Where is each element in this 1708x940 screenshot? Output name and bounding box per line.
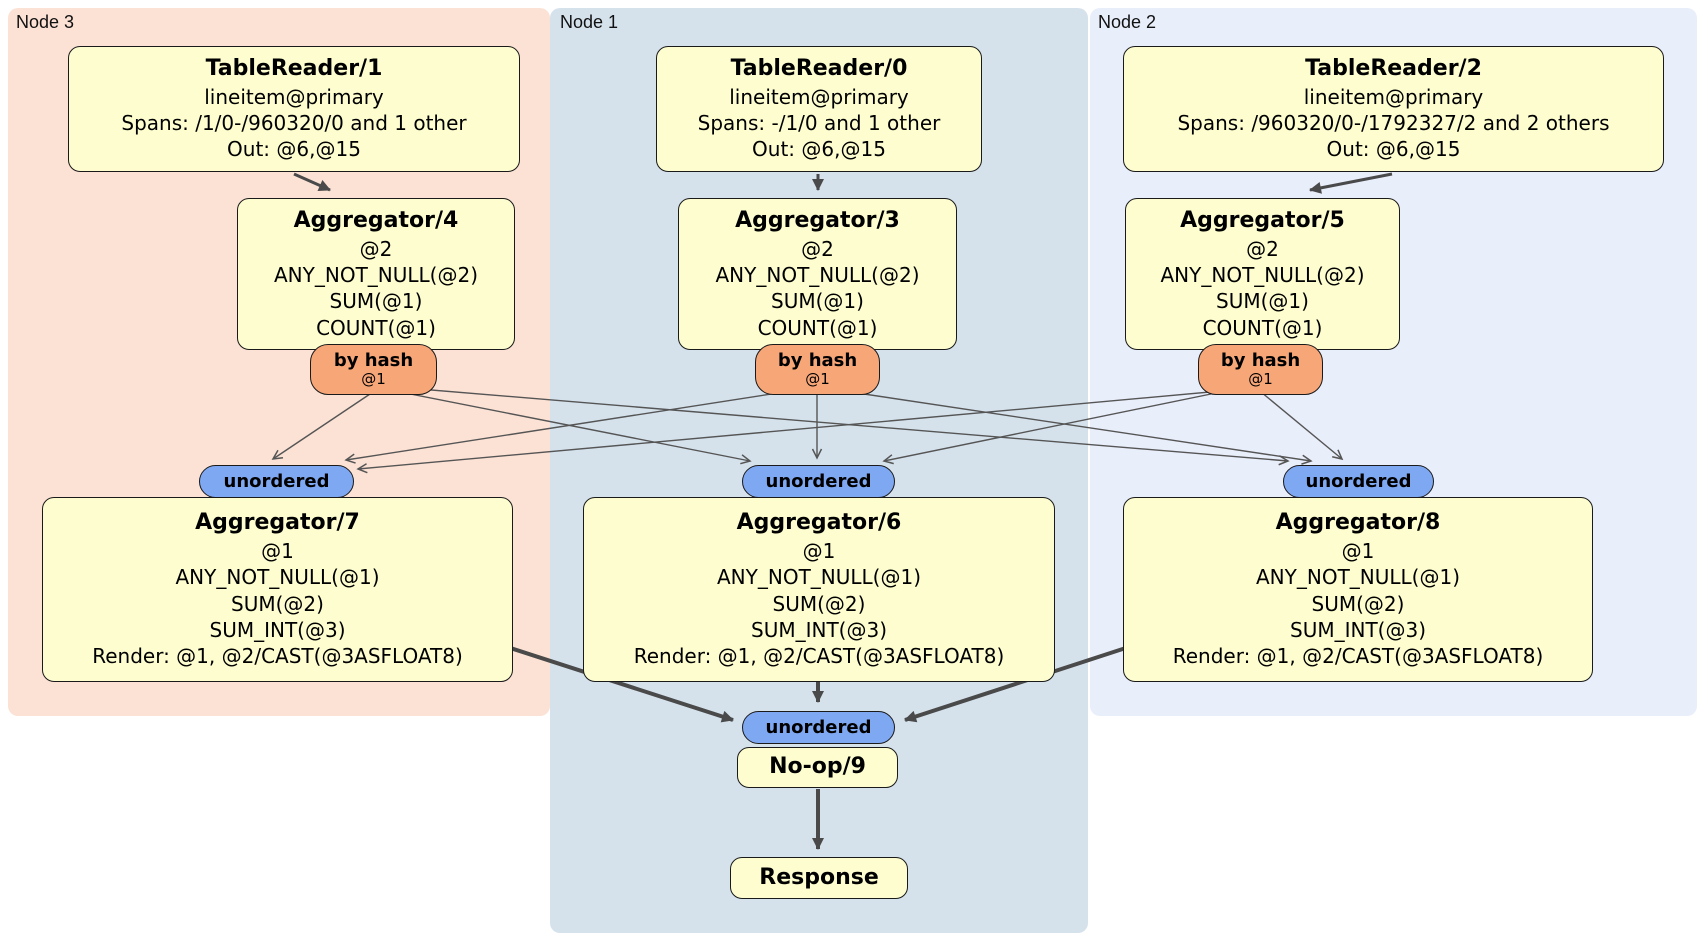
processor-no-op-9: No-op/9 [737,747,898,788]
processor-title: Aggregator/4 [293,207,459,233]
processor-line: Render: @1, @2/CAST(@3ASFLOAT8) [633,644,1005,669]
processor-title: Aggregator/7 [195,510,360,536]
processor-line: lineitem@primary [1303,84,1484,109]
router-detail: @1 [361,370,386,389]
processor-line: ANY_NOT_NULL(@1) [175,565,380,590]
sync-unordered-final: unordered [742,711,895,744]
processor-line: Out: @6,@15 [1326,137,1461,162]
processor-line: SUM(@1) [1216,289,1309,314]
router-detail: @1 [1248,370,1273,389]
edge-tablereader-2-to-aggregator-5 [1309,172,1393,194]
processor-line: SUM(@1) [771,289,864,314]
processor-title: Aggregator/8 [1275,510,1441,536]
edge-router-3-to-sync-7 [344,387,811,464]
processor-line: COUNT(@1) [316,315,436,340]
processor-title: Aggregator/3 [735,207,900,233]
processor-line: ANY_NOT_NULL(@1) [717,565,921,590]
region-label-node1: Node 1 [560,12,619,32]
processor-line: COUNT(@1) [1202,315,1323,340]
edge-tablereader-1-to-aggregator-4 [293,172,331,192]
region-label-node3: Node 3 [16,12,75,32]
edge-router-5-to-sync-8 [1260,391,1344,461]
sync-label: unordered [765,471,872,492]
processor-title: TableReader/1 [205,56,383,82]
processor-line: Render: @1, @2/CAST(@3ASFLOAT8) [1172,644,1544,669]
edge-router-4-to-sync-7 [271,391,374,460]
processor-line: lineitem@primary [204,84,384,109]
processor-aggregator-4: Aggregator/4 @2 ANY_NOT_NULL(@2) SUM(@1)… [237,198,515,350]
sync-label: unordered [1305,471,1412,492]
router-label: by hash [333,349,414,371]
processor-tablereader-1: TableReader/1 lineitem@primary Spans: /1… [68,46,520,172]
processor-line: @2 [801,236,834,261]
processor-line: lineitem@primary [729,84,909,109]
hash-router-3: by hash @1 [755,344,880,395]
processor-line: SUM(@2) [1311,591,1405,616]
processor-line: SUM_INT(@3) [751,617,887,642]
processor-line: SUM_INT(@3) [1290,617,1426,642]
processor-aggregator-8: Aggregator/8 @1 ANY_NOT_NULL(@1) SUM(@2)… [1123,497,1593,682]
processor-line: Spans: -/1/0 and 1 other [697,111,941,136]
processor-line: ANY_NOT_NULL(@2) [274,262,478,287]
processor-tablereader-0: TableReader/0 lineitem@primary Spans: -/… [656,46,982,172]
processor-title: No-op/9 [769,754,866,780]
hash-router-5: by hash @1 [1198,344,1323,395]
processor-title: Aggregator/6 [736,510,902,536]
processor-line: Render: @1, @2/CAST(@3ASFLOAT8) [92,644,463,669]
processor-title: TableReader/2 [1305,56,1482,82]
processor-title: Aggregator/5 [1180,207,1345,233]
processor-line: SUM(@2) [231,591,324,616]
processor-line: @1 [261,538,294,563]
edge-aggregator-8-to-sync-final [904,642,1139,723]
processor-line: ANY_NOT_NULL(@2) [715,262,920,287]
processor-aggregator-3: Aggregator/3 @2 ANY_NOT_NULL(@2) SUM(@1)… [678,198,957,350]
sync-label: unordered [765,717,872,738]
processor-line: @2 [1246,236,1279,261]
edge-router-4-to-sync-8 [382,385,1290,466]
edge-router-5-to-sync-7 [356,387,1255,474]
processor-line: ANY_NOT_NULL(@2) [1160,262,1365,287]
edge-router-3-to-sync-8 [823,387,1313,465]
sync-label: unordered [223,471,330,492]
processor-line: Spans: /1/0-/960320/0 and 1 other [121,111,467,136]
hash-router-4: by hash @1 [310,344,437,395]
router-detail: @1 [805,370,830,389]
processor-title: TableReader/0 [730,56,908,82]
processor-line: @1 [802,538,836,563]
processor-line: ANY_NOT_NULL(@1) [1256,565,1460,590]
edge-aggregator-7-to-sync-final [497,642,734,723]
processor-line: Out: @6,@15 [227,137,361,162]
processor-line: SUM(@2) [772,591,866,616]
edge-router-4-to-sync-6 [379,387,752,465]
processor-aggregator-6: Aggregator/6 @1 ANY_NOT_NULL(@1) SUM(@2)… [583,497,1055,682]
sync-unordered-8: unordered [1283,465,1434,498]
edge-router-5-to-sync-6 [882,385,1251,465]
region-label-node2: Node 2 [1098,12,1157,32]
processor-tablereader-2: TableReader/2 lineitem@primary Spans: /9… [1123,46,1664,172]
processor-line: @2 [359,236,393,261]
sync-unordered-7: unordered [199,465,354,498]
processor-line: Spans: /960320/0-/1792327/2 and 2 others [1177,111,1610,136]
router-label: by hash [777,349,858,371]
processor-line: SUM(@1) [329,289,423,314]
processor-aggregator-7: Aggregator/7 @1 ANY_NOT_NULL(@1) SUM(@2)… [42,497,513,682]
router-label: by hash [1220,349,1301,371]
processor-line: COUNT(@1) [757,315,878,340]
processor-aggregator-5: Aggregator/5 @2 ANY_NOT_NULL(@2) SUM(@1)… [1125,198,1400,350]
processor-title: Response [759,864,879,890]
processor-line: Out: @6,@15 [752,137,886,162]
processor-response: Response [730,857,908,899]
sync-unordered-6: unordered [742,465,895,498]
processor-line: @1 [1341,538,1375,563]
processor-line: SUM_INT(@3) [209,617,346,642]
